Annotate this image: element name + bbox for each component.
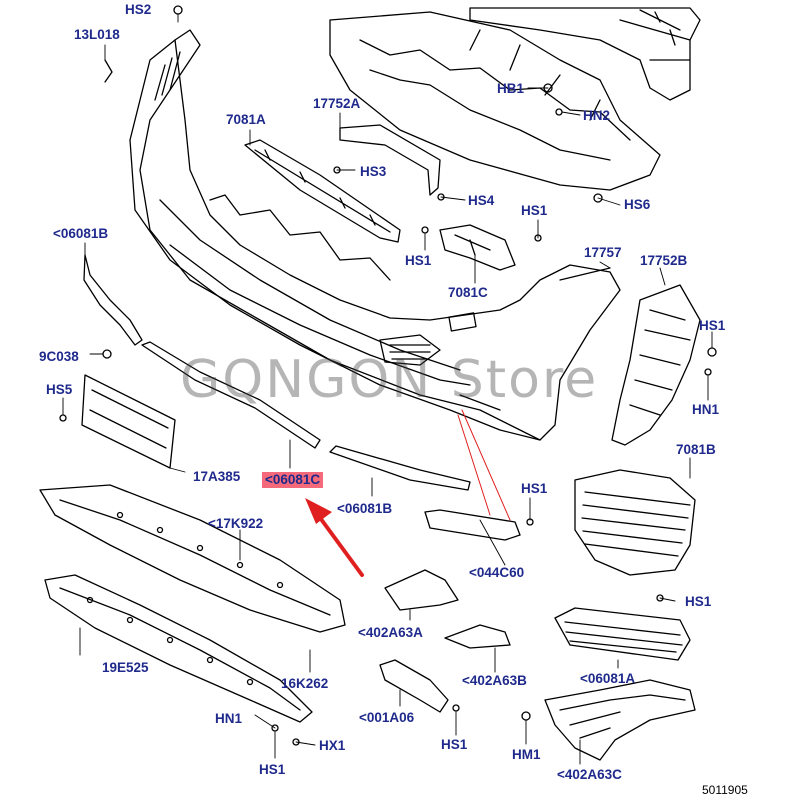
label-hn1-right: HN1: [692, 402, 720, 417]
label-hm1: HM1: [512, 747, 541, 762]
label-hn2: HN2: [583, 108, 611, 123]
part-044c60: [424, 509, 521, 541]
label-hs5: HS5: [46, 382, 73, 397]
label-06081a: <06081A: [580, 671, 636, 686]
label-hs1-a: HS1: [521, 203, 548, 218]
label-hs4: HS4: [468, 193, 495, 208]
crash-beam: [469, 7, 701, 101]
label-9c038: 9C038: [39, 349, 79, 364]
label-hn1-left: HN1: [215, 711, 243, 726]
label-06081b-mid: <06081B: [337, 501, 393, 516]
part-402a63c: [544, 679, 696, 761]
label-7081c: 7081C: [448, 285, 488, 300]
label-hs6: HS6: [624, 197, 651, 212]
label-hs1-d: HS1: [521, 481, 548, 496]
label-17752a: 17752A: [313, 96, 361, 111]
part-001a06: [379, 659, 449, 713]
callout-lines: [457, 409, 511, 521]
leader-lines: [62, 13, 713, 765]
label-7081a: 7081A: [226, 112, 266, 127]
label-06081b-left: <06081B: [53, 226, 109, 241]
label-402a63c: <402A63C: [557, 767, 622, 782]
part-06081b-mid: [329, 445, 471, 491]
label-402a63a: <402A63A: [358, 625, 423, 640]
watermark: GQNGON Store: [180, 350, 599, 410]
upper-undertray: [329, 11, 661, 191]
label-hs1-g: HS1: [259, 762, 286, 777]
part-7081c: [439, 224, 516, 271]
label-hs1-b: HS1: [405, 253, 432, 268]
part-7081b: [574, 469, 696, 576]
pointer-arrow: [305, 498, 364, 577]
label-16k262: 16K262: [281, 676, 329, 691]
part-06081a: [554, 607, 691, 661]
part-17a385: [81, 374, 176, 469]
label-hs2: HS2: [125, 2, 152, 17]
label-hx1: HX1: [319, 738, 346, 753]
part-19e525: [44, 574, 313, 723]
label-17a385: 17A385: [193, 469, 241, 484]
part-17752b: [611, 284, 701, 446]
label-hs1-c: HS1: [699, 318, 726, 333]
label-06081c-highlighted: <06081C: [262, 472, 324, 488]
part-17k922: [39, 484, 346, 633]
bumper-cover: [129, 29, 621, 441]
label-17k922: <17K922: [208, 516, 264, 531]
label-hs1-f: HS1: [441, 737, 468, 752]
label-13l018: 13L018: [74, 27, 120, 42]
label-hs3: HS3: [360, 164, 387, 179]
label-hb1: HB1: [497, 81, 525, 96]
part-17752a: [339, 124, 441, 196]
label-17752b: 17752B: [640, 253, 688, 268]
label-044c60: <044C60: [469, 565, 525, 580]
label-7081b: 7081B: [676, 442, 716, 457]
part-402a63a: [384, 569, 459, 611]
label-19e525: 19E525: [102, 660, 149, 675]
label-hs1-e: HS1: [685, 594, 712, 609]
label-001a06: <001A06: [359, 710, 415, 725]
label-402a63b: <402A63B: [462, 673, 527, 688]
part-06081b-left: [83, 254, 143, 346]
reference-number: 5011905: [702, 783, 748, 797]
part-402a63b: [444, 624, 511, 649]
label-17757: 17757: [584, 245, 622, 260]
part-06081c: [141, 341, 321, 449]
